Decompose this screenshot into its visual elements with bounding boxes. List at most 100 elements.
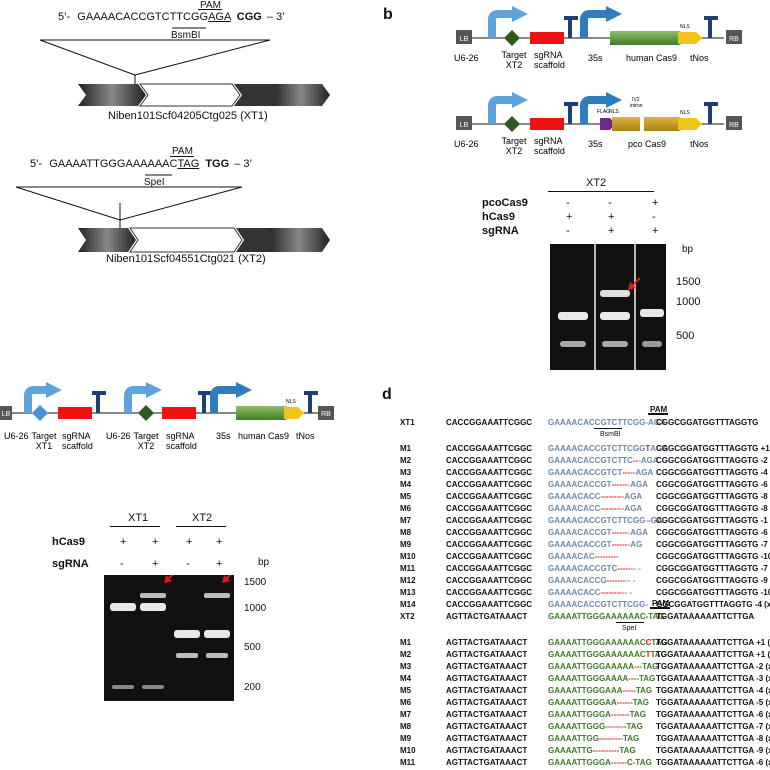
target-seq: GAAAACACCG (548, 576, 607, 585)
target-seq-end: -AGA (621, 504, 643, 513)
gel-b-row-value: + (652, 225, 659, 237)
gel-b-row-label: sgRNA (482, 225, 519, 237)
xt1-3prime: – 3’ (266, 11, 285, 23)
rb-box (726, 116, 742, 130)
flank-left: AGTTACTGATAAACT (446, 734, 528, 743)
target-seq: GAAAACAC (548, 552, 595, 561)
edited-seq: GAAAACACCGT-------AG (548, 540, 656, 550)
edited-seq: GAAAACACCGTCTTC---AGA (548, 456, 659, 466)
gel-b-row-label: pcoCas9 (482, 197, 528, 209)
gel-c-band (204, 593, 230, 598)
cas9-label: human Cas9 (626, 53, 677, 63)
u6-promoter-arrow (124, 386, 148, 413)
flank-left: AGTTACTGATAAACT (446, 722, 528, 731)
target-seq-end: -TAG (616, 746, 636, 755)
gel-c-band (142, 685, 164, 689)
cas9-box (610, 31, 686, 45)
gel-b-image (550, 244, 666, 370)
gel-b-band (558, 312, 588, 320)
edited-seq: GAAAATTGGGAAAAAACTTAG (548, 650, 667, 660)
xt2-zoom-line-right (119, 186, 243, 221)
cas9-label: human Cas9 (238, 431, 289, 441)
flank-right-with-count: TGGATAAAAAATTCTTGA -7 (x2) (656, 722, 770, 731)
indel: ----- (617, 564, 631, 573)
target-xt2-label: XT2 (506, 60, 523, 70)
gel-b-title-line (548, 191, 654, 192)
gel-b-title: XT2 (586, 177, 607, 189)
gel-b-row-value: + (652, 197, 659, 209)
row-label: M12 (400, 576, 416, 585)
flank-left: AGTTACTGATAAACT (446, 638, 528, 647)
target-xt2-label: XT2 (506, 146, 523, 156)
terminator-icon (198, 391, 212, 413)
flank-left: CACCGGAAATTCGGC (446, 444, 533, 453)
scaffold2-label: scaffold (166, 441, 197, 451)
gel-c-row-value: - (186, 558, 190, 570)
edited-seq: GAAAATTGGGAAAAAACCTAG (548, 638, 668, 648)
flank-right: CGGCGGATGGTTTAGGTG (656, 418, 759, 427)
indel: T (645, 444, 651, 453)
xt2-pam-label: PAM (172, 146, 193, 157)
target-seq: GAAAACACCGT (548, 528, 612, 537)
flank-right-with-count: TGGATAAAAAATTCTTGA -6 (x1) (656, 710, 770, 719)
terminator-icon (704, 16, 718, 38)
indel: ------- (606, 576, 626, 585)
target-seq: GAAAATTGGGAAAAAAC (548, 650, 646, 659)
flank-left: AGTTACTGATAAACT (446, 698, 528, 707)
target2-xt2-label: XT2 (138, 441, 155, 451)
row-label: M7 (400, 516, 412, 525)
xt2-pam-label: PAM (652, 599, 670, 608)
xt2-seq-plain: GAAAATTGGGAAAAAAC (49, 158, 178, 170)
gel-b-band (640, 309, 664, 317)
edited-seq: GAAAATTGGGAAAA----TAG (548, 674, 656, 684)
row-label: XT1 (400, 418, 415, 427)
gel-c-row-label: hCas9 (52, 536, 86, 548)
flank-right-with-count: TGGATAAAAAATTCTTGA -8 (x1) (656, 734, 770, 743)
flank-right-with-count: CGGCGGATGGTTTAGGTG -6 (x4) (656, 480, 770, 489)
35s-promoter-arrow (580, 96, 608, 124)
lb-box (0, 406, 12, 420)
xt2-sequence: 5’- GAAAATTGGGAAAAAACTAG TGG – 3’ (30, 159, 252, 170)
u6b-label: U6-26 (106, 431, 131, 441)
edited-seq: GAAAATTGGGA-------TAG (548, 710, 656, 720)
panel-letter-b: b (383, 6, 393, 23)
flank-right-with-count: CGGCGGATGGTTTAGGTG -4 (x3) (656, 468, 770, 477)
terminator-icon (564, 102, 578, 124)
target-seq-end: -TAG (630, 698, 650, 707)
panel-c-construct: LB RB U6-26 Target XT1 sgRNA scaffold U6… (0, 382, 334, 451)
gel-b-marker: 500 (676, 330, 695, 342)
indel: -------- (598, 734, 621, 743)
gene-model-diagram (15, 27, 330, 253)
edited-seq: GAAAACACCGTCTTCGG- (548, 600, 656, 610)
gel-c-red-arrowhead-xt2 (222, 575, 230, 583)
target-seq: GAAAATTGGGAAAA (548, 674, 629, 683)
row-label: M4 (400, 480, 412, 489)
gel-c-marker: 200 (244, 682, 261, 693)
flank-left: CACCGGAAATTCGGC (446, 540, 533, 549)
sgrna-label: sgRNA (534, 136, 563, 146)
gel-c-marker: 1500 (244, 577, 267, 588)
row-label: M11 (400, 758, 416, 767)
flank-right-with-count: TGGATAAAAAATTCTTGA -3 (x1) (656, 674, 770, 683)
xt2-3prime: – 3’ (234, 158, 252, 170)
edited-seq: GAAAACACC---------AGA (548, 492, 656, 502)
target-seq: GAAAATTGG (548, 734, 599, 743)
gel-b-band (600, 290, 630, 297)
target-seq: GAAAATTGGGAAAAAAC-TAG (548, 612, 665, 621)
gel-c-bands (110, 575, 232, 689)
gel-c-row-value: + (152, 536, 159, 548)
gel-c-band (176, 653, 198, 658)
flank-left: CACCGGAAATTCGGC (446, 480, 533, 489)
target-seq: GAAAACACCGT (548, 540, 612, 549)
flank-right-with-count: GGCGGATGGTTTAGGTG -4 (x1) (656, 600, 770, 609)
lb-label: LB (460, 36, 469, 43)
xt1-pam-label: PAM (650, 405, 668, 414)
